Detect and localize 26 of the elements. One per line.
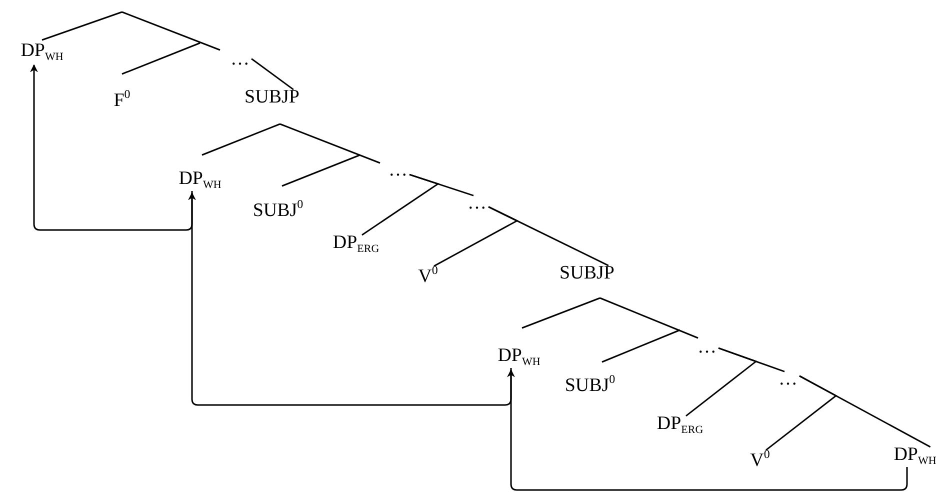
movement-arrow [188,192,512,406]
tree-label: SUBJ$^{0}$ [564,373,616,397]
tree-label: DP$_{WH}$ [894,444,936,468]
tree-label: … [388,160,408,182]
tree-label: … [698,338,716,358]
tree-label: SUBJP [560,264,614,284]
movement-arrow [507,369,908,491]
tree-label: V$^{0}$ [418,264,438,288]
tree-label: F$^{0}$ [114,88,130,112]
tree-label: DP$_{WH}$ [20,40,64,64]
tree-label: SUBJP [244,88,300,108]
tree-branch [362,174,440,236]
tree-label: V$^{0}$ [750,448,770,472]
tree-label: … [230,50,250,70]
tree-label: DP$_{WH}$ [178,168,222,192]
tree-label: DP$_{WH}$ [498,346,540,368]
tree-branch [434,206,519,267]
tree-label: … [468,194,486,214]
tree-branch [251,58,294,90]
tree-branch [766,375,838,451]
tree-label: DP$_{ERG}$ [332,232,380,256]
movement-arrow [30,64,193,231]
tree-label: DP$_{ERG}$ [656,414,704,436]
tree-label: SUBJ$^{0}$ [252,198,304,222]
tree-label: … [778,370,798,390]
tree-branch [686,347,758,417]
